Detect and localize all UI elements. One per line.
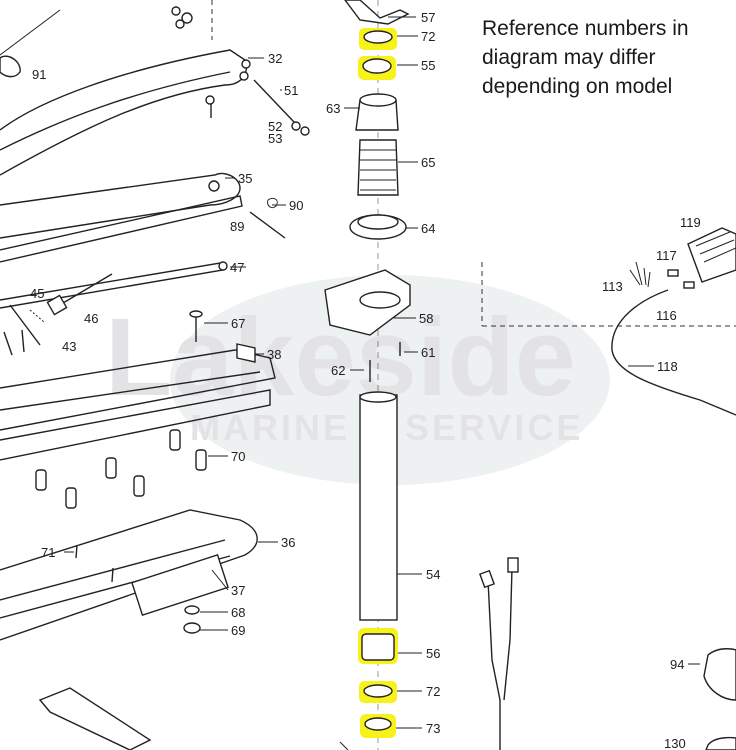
callout-61: 61 xyxy=(421,345,435,360)
callout-54: 54 xyxy=(426,567,440,582)
shaft-stack xyxy=(324,0,411,750)
callout-73: 73 xyxy=(426,721,440,736)
callout-116: 116 xyxy=(656,308,677,323)
callout-71: 71 xyxy=(41,545,55,560)
callout-43: 43 xyxy=(62,339,76,354)
callout-118: 118 xyxy=(657,359,678,374)
reference-note: Reference numbers in diagram may differ … xyxy=(482,14,732,101)
callout-91: 91 xyxy=(32,67,46,82)
callout-72-top: 72 xyxy=(421,29,435,44)
callout-64: 64 xyxy=(421,221,435,236)
callout-53: 53 xyxy=(268,131,282,146)
callout-51: 51 xyxy=(284,83,298,98)
reference-note-line-1: Reference numbers in xyxy=(482,17,689,40)
callout-37: 37 xyxy=(231,583,245,598)
wiring-harness xyxy=(479,227,736,750)
leader-lines xyxy=(64,16,700,729)
callout-67: 67 xyxy=(231,316,245,331)
callout-55: 55 xyxy=(421,58,435,73)
reference-note-line-2: diagram may differ xyxy=(482,46,656,69)
callout-90: 90 xyxy=(289,198,303,213)
callout-62: 62 xyxy=(331,363,345,378)
callout-45: 45 xyxy=(30,286,44,301)
callout-68: 68 xyxy=(231,605,245,620)
upper-arm-assembly xyxy=(0,6,310,356)
callout-35: 35 xyxy=(238,171,252,186)
reference-note-line-3: depending on model xyxy=(482,75,673,98)
callout-119: 119 xyxy=(680,215,701,230)
callout-38: 38 xyxy=(267,347,281,362)
callout-56: 56 xyxy=(426,646,440,661)
callout-65: 65 xyxy=(421,155,435,170)
callout-57: 57 xyxy=(421,10,435,25)
callout-113: 113 xyxy=(602,279,623,294)
watermark-logo: Lakeside MARINE & SERVICE xyxy=(105,275,610,485)
callout-69: 69 xyxy=(231,623,245,638)
callout-94: 94 xyxy=(670,657,684,672)
callout-117: 117 xyxy=(656,248,677,263)
callout-46: 46 xyxy=(84,311,98,326)
mount-rail-assembly xyxy=(0,310,276,750)
callout-36: 36 xyxy=(281,535,295,550)
callout-58: 58 xyxy=(419,311,433,326)
callout-labels: 57 72 55 63 65 64 58 61 62 54 56 72 73 9… xyxy=(30,10,701,750)
callout-70: 70 xyxy=(231,449,245,464)
callout-72-bottom: 72 xyxy=(426,684,440,699)
callout-130: 130 xyxy=(664,736,686,750)
callout-32: 32 xyxy=(268,51,282,66)
callout-89: 89 xyxy=(230,219,244,234)
callout-63: 63 xyxy=(326,101,340,116)
callout-52: 52 xyxy=(268,119,282,134)
callout-47: 47 xyxy=(230,260,244,275)
